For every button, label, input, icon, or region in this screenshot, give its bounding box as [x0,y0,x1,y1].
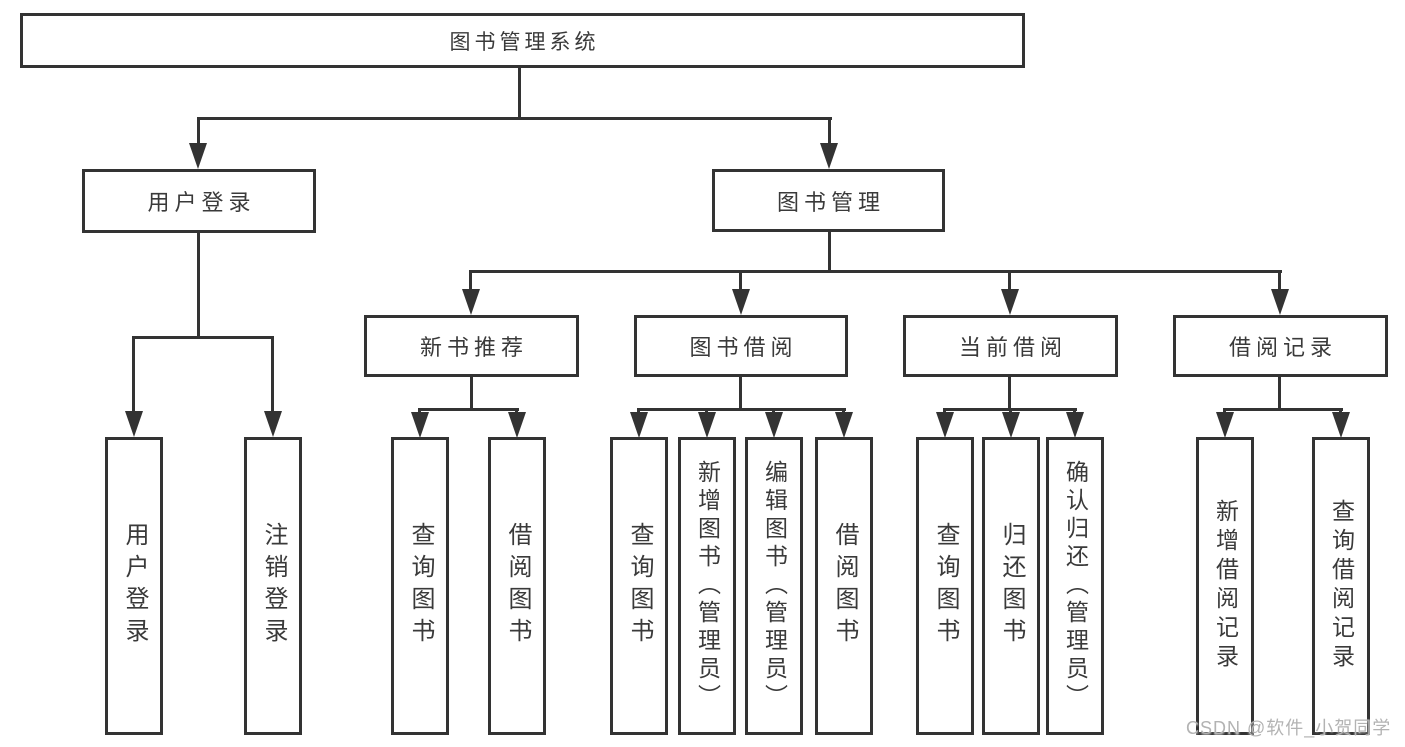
connector-stem [739,270,742,292]
connector-stem [132,336,135,414]
node-label: 确认归还（管理员） [1062,460,1089,712]
node-label: 图书管理系统 [449,30,600,54]
arrow-down-icon [264,411,282,437]
leaf-return-books: 归还图书 [982,437,1040,735]
node-label: 注销登录 [260,522,287,650]
connector-groupE-stem [1278,374,1281,411]
arrow-down-icon [1216,412,1234,438]
arrow-down-icon [765,412,783,438]
arrow-down-icon [936,412,954,438]
connector-userlogin-stem [197,231,200,338]
connector-stem [828,117,831,146]
connector-groupC-stem [739,374,742,411]
arrow-down-icon [508,412,526,438]
node-user-login: 用户登录 [82,169,316,233]
arrow-down-icon [189,143,207,169]
arrow-down-icon [125,411,143,437]
arrow-down-icon [630,412,648,438]
arrow-down-icon [820,143,838,169]
arrow-down-icon [698,412,716,438]
csdn-watermark: CSDN @软件_小贺同学 [1186,718,1392,738]
node-book-borrowing: 图书借阅 [634,315,848,377]
node-label: 用户登录 [147,190,256,215]
leaf-query-books-current: 查询图书 [916,437,974,735]
node-label: 编辑图书（管理员） [761,460,788,712]
node-label: 归还图书 [998,522,1025,650]
node-label: 查询图书 [626,522,653,650]
arrow-down-icon [1002,412,1020,438]
node-label: 用户登录 [121,522,148,650]
leaf-edit-books-admin: 编辑图书（管理员） [745,437,803,735]
node-label: 新书推荐 [419,335,528,360]
connector-groupB-stem [470,374,473,411]
node-book-management: 图书管理 [712,169,945,232]
leaf-add-books-admin: 新增图书（管理员） [678,437,736,735]
arrow-down-icon [411,412,429,438]
connector-l3-hline [469,270,1282,273]
connector-groupB-hline [418,408,519,411]
leaf-confirm-return-admin: 确认归还（管理员） [1046,437,1104,735]
connector-groupA-hline [132,336,274,339]
node-label: 查询图书 [407,522,434,650]
connector-stem [469,270,472,292]
leaf-add-borrow-record: 新增借阅记录 [1196,437,1254,735]
node-current-borrowing: 当前借阅 [903,315,1118,377]
node-borrowing-records: 借阅记录 [1173,315,1388,377]
arrow-down-icon [1066,412,1084,438]
node-label: 借阅图书 [831,522,858,650]
leaf-borrow-books-recommend: 借阅图书 [488,437,546,735]
arrow-down-icon [732,289,750,315]
arrow-down-icon [1271,289,1289,315]
arrow-down-icon [835,412,853,438]
connector-stem [271,336,274,414]
connector-stem [1008,270,1011,292]
node-label: 当前借阅 [958,335,1067,360]
connector-stem [1278,270,1281,292]
arrow-down-icon [1332,412,1350,438]
leaf-logout: 注销登录 [244,437,302,735]
connector-groupC-hline [637,408,846,411]
node-label: 图书管理 [776,189,885,215]
node-label: 查询借阅记录 [1328,499,1355,673]
connector-root-stem [518,66,521,119]
node-label: 借阅记录 [1228,335,1337,360]
node-library-management-system: 图书管理系统 [20,13,1025,68]
arrow-down-icon [462,289,480,315]
connector-groupE-hline [1223,408,1343,411]
arrow-down-icon [1001,289,1019,315]
leaf-query-books-borrow: 查询图书 [610,437,668,735]
connector-l2-hline [197,117,832,120]
node-label: 新增图书（管理员） [694,460,721,712]
node-new-book-recommend: 新书推荐 [364,315,579,377]
node-label: 图书借阅 [689,335,798,360]
connector-groupD-stem [1008,374,1011,411]
node-label: 新增借阅记录 [1212,499,1239,673]
node-label: 借阅图书 [504,522,531,650]
connector-stem [197,117,200,146]
leaf-query-books-recommend: 查询图书 [391,437,449,735]
leaf-user-login: 用户登录 [105,437,163,735]
node-label: 查询图书 [932,522,959,650]
connector-bookmgmt-stem [828,231,831,273]
leaf-borrow-books: 借阅图书 [815,437,873,735]
leaf-query-borrow-record: 查询借阅记录 [1312,437,1370,735]
